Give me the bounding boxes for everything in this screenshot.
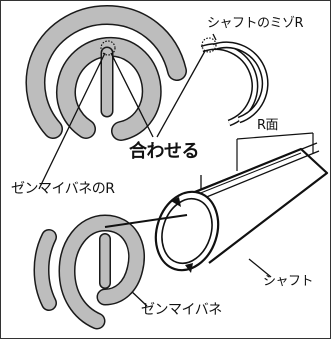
shaft-cross-section	[200, 41, 269, 127]
spring-top-view	[25, 4, 187, 141]
spring-r-marker	[100, 40, 116, 56]
shaft-groove-r-marker	[201, 37, 217, 53]
label-align: 合わせる	[129, 141, 200, 162]
label-shaft: シャフト	[263, 274, 314, 289]
label-shaft-groove-r: シャフトのミゾR	[207, 16, 304, 31]
label-spring-r: ゼンマイバネのR	[11, 181, 115, 197]
label-r-face: R面	[257, 118, 279, 133]
shaft-body	[154, 132, 329, 273]
spring-insert-line	[104, 214, 188, 228]
label-spring: ゼンマイバネ	[141, 302, 222, 318]
spring-lower	[33, 214, 145, 330]
